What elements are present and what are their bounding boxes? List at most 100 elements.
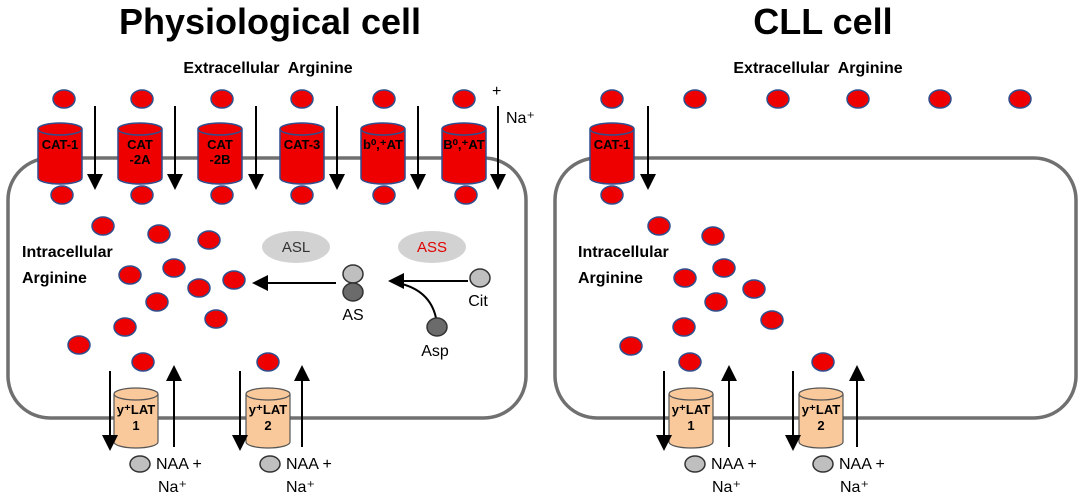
arginine-dot	[372, 89, 396, 109]
transporter-label: CAT	[207, 137, 233, 152]
cll-title: CLL cell	[753, 1, 892, 42]
transporter-label: b⁰,⁺AT	[363, 137, 403, 152]
cit-label: Cit	[468, 293, 488, 310]
naa-metabolite	[259, 455, 281, 473]
naa-label: NAA +	[711, 456, 757, 473]
asp-label: Asp	[421, 343, 449, 360]
transporter-label: -2A	[130, 152, 152, 167]
asp-metabolite	[426, 317, 448, 337]
transporter-label: CAT-1	[42, 137, 79, 152]
arginine-dot	[187, 278, 211, 298]
physiological-intracellular-arginine	[67, 216, 280, 372]
arginine-dot	[811, 352, 835, 372]
sodium-label: Na⁺	[840, 479, 869, 496]
ass-enzyme	[398, 231, 466, 263]
transporter-label: -2B	[210, 152, 231, 167]
cll-intracellular-label: Intracellular	[578, 244, 669, 261]
cll-cell-membrane	[553, 156, 1078, 420]
arginine-dot	[290, 185, 314, 205]
arginine-dot	[846, 89, 870, 109]
transporter-B0-at: B⁰,⁺AT	[441, 106, 506, 190]
arginine-dot	[50, 185, 74, 205]
cll-intracellular-arginine	[619, 216, 835, 372]
arginine-dot	[600, 185, 624, 205]
sodium-label: Na⁺	[286, 479, 315, 496]
asl-label: ASL	[282, 239, 310, 256]
transporter-label: CAT-3	[284, 137, 321, 152]
physiological-intracellular-label: Intracellular	[22, 244, 113, 261]
arginine-dot	[256, 352, 280, 372]
arginine-dot	[704, 292, 728, 312]
arginine-dot	[290, 89, 314, 109]
cit-metabolite	[469, 268, 491, 288]
as-label: AS	[342, 307, 363, 324]
as-metabolite-top	[342, 264, 364, 284]
asl-enzyme	[262, 231, 330, 263]
transporter-cat-2a: CAT -2A	[117, 106, 183, 190]
cll-transporter-ylat-2: y⁺LAT 2	[785, 365, 865, 451]
arginine-dot	[130, 89, 154, 109]
ass-label: ASS	[417, 239, 447, 256]
naa-label: NAA +	[286, 456, 332, 473]
cll-transporter-cat-1: CAT-1	[589, 106, 656, 190]
arginine-dot	[162, 258, 186, 278]
arginine-dot	[678, 352, 702, 372]
transporter-cat-2b: CAT -2B	[197, 106, 264, 190]
physiological-extracellular-label: Extracellular Arginine	[183, 60, 352, 77]
arginine-dot	[673, 268, 697, 288]
arginine-dot	[113, 317, 137, 337]
transporter-label: CAT-1	[594, 137, 631, 152]
arginine-dot	[197, 230, 221, 250]
transporter-label: 1	[132, 418, 139, 433]
cll-intracellular-label: Arginine	[578, 270, 643, 287]
arginine-dot	[647, 216, 671, 236]
arginine-dot	[118, 265, 142, 285]
physiological-internalized-arginine	[50, 185, 478, 205]
transporter-ylat-2: y⁺LAT 2	[232, 365, 310, 451]
transporter-label: 2	[817, 418, 824, 433]
transporter-label: B⁰,⁺AT	[443, 137, 484, 152]
transporter-label: y⁺LAT	[802, 402, 840, 417]
plus-sign: +	[492, 83, 501, 100]
arginine-dot	[210, 185, 234, 205]
transporter-label: 1	[687, 418, 694, 433]
arginine-dot	[204, 309, 228, 329]
arginine-dot	[619, 336, 643, 356]
transporter-label: 2	[264, 418, 271, 433]
naa-metabolite	[129, 455, 151, 473]
arginine-dot	[672, 317, 696, 337]
arginine-dot	[145, 292, 169, 312]
arginine-dot	[131, 352, 155, 372]
naa-label: NAA +	[839, 456, 885, 473]
arginine-dot	[1008, 89, 1032, 109]
arginine-dot	[600, 89, 624, 109]
arginine-dot	[712, 258, 736, 278]
arginine-dot	[222, 270, 246, 290]
sodium-label: Na⁺	[506, 110, 535, 127]
arginine-dot	[760, 310, 784, 330]
physiological-intracellular-label: Arginine	[22, 270, 87, 287]
transporter-label: CAT	[127, 137, 153, 152]
naa-metabolite	[812, 455, 834, 473]
transporter-label: y⁺LAT	[672, 402, 710, 417]
physiological-cell-membrane	[6, 156, 528, 420]
arginine-dot	[742, 279, 766, 299]
sodium-label: Na⁺	[712, 479, 741, 496]
arginine-dot	[454, 185, 478, 205]
transporter-cat-3: CAT-3	[279, 106, 345, 190]
cll-extracellular-arginine	[600, 89, 1032, 109]
transporter-cat-1: CAT-1	[37, 106, 103, 190]
physiological-extracellular-arginine	[52, 89, 476, 109]
arginine-dot	[683, 89, 707, 109]
transporter-b0-at: b⁰,⁺AT	[360, 106, 426, 190]
arginine-dot	[928, 89, 952, 109]
sodium-label: Na⁺	[158, 479, 187, 496]
arginine-dot	[452, 89, 476, 109]
physiological-title: Physiological cell	[119, 1, 421, 42]
arginine-dot	[91, 216, 115, 236]
asp-input-arrow	[397, 282, 437, 319]
arginine-dot	[766, 89, 790, 109]
arginine-dot	[52, 89, 76, 109]
arginine-dot	[372, 185, 396, 205]
